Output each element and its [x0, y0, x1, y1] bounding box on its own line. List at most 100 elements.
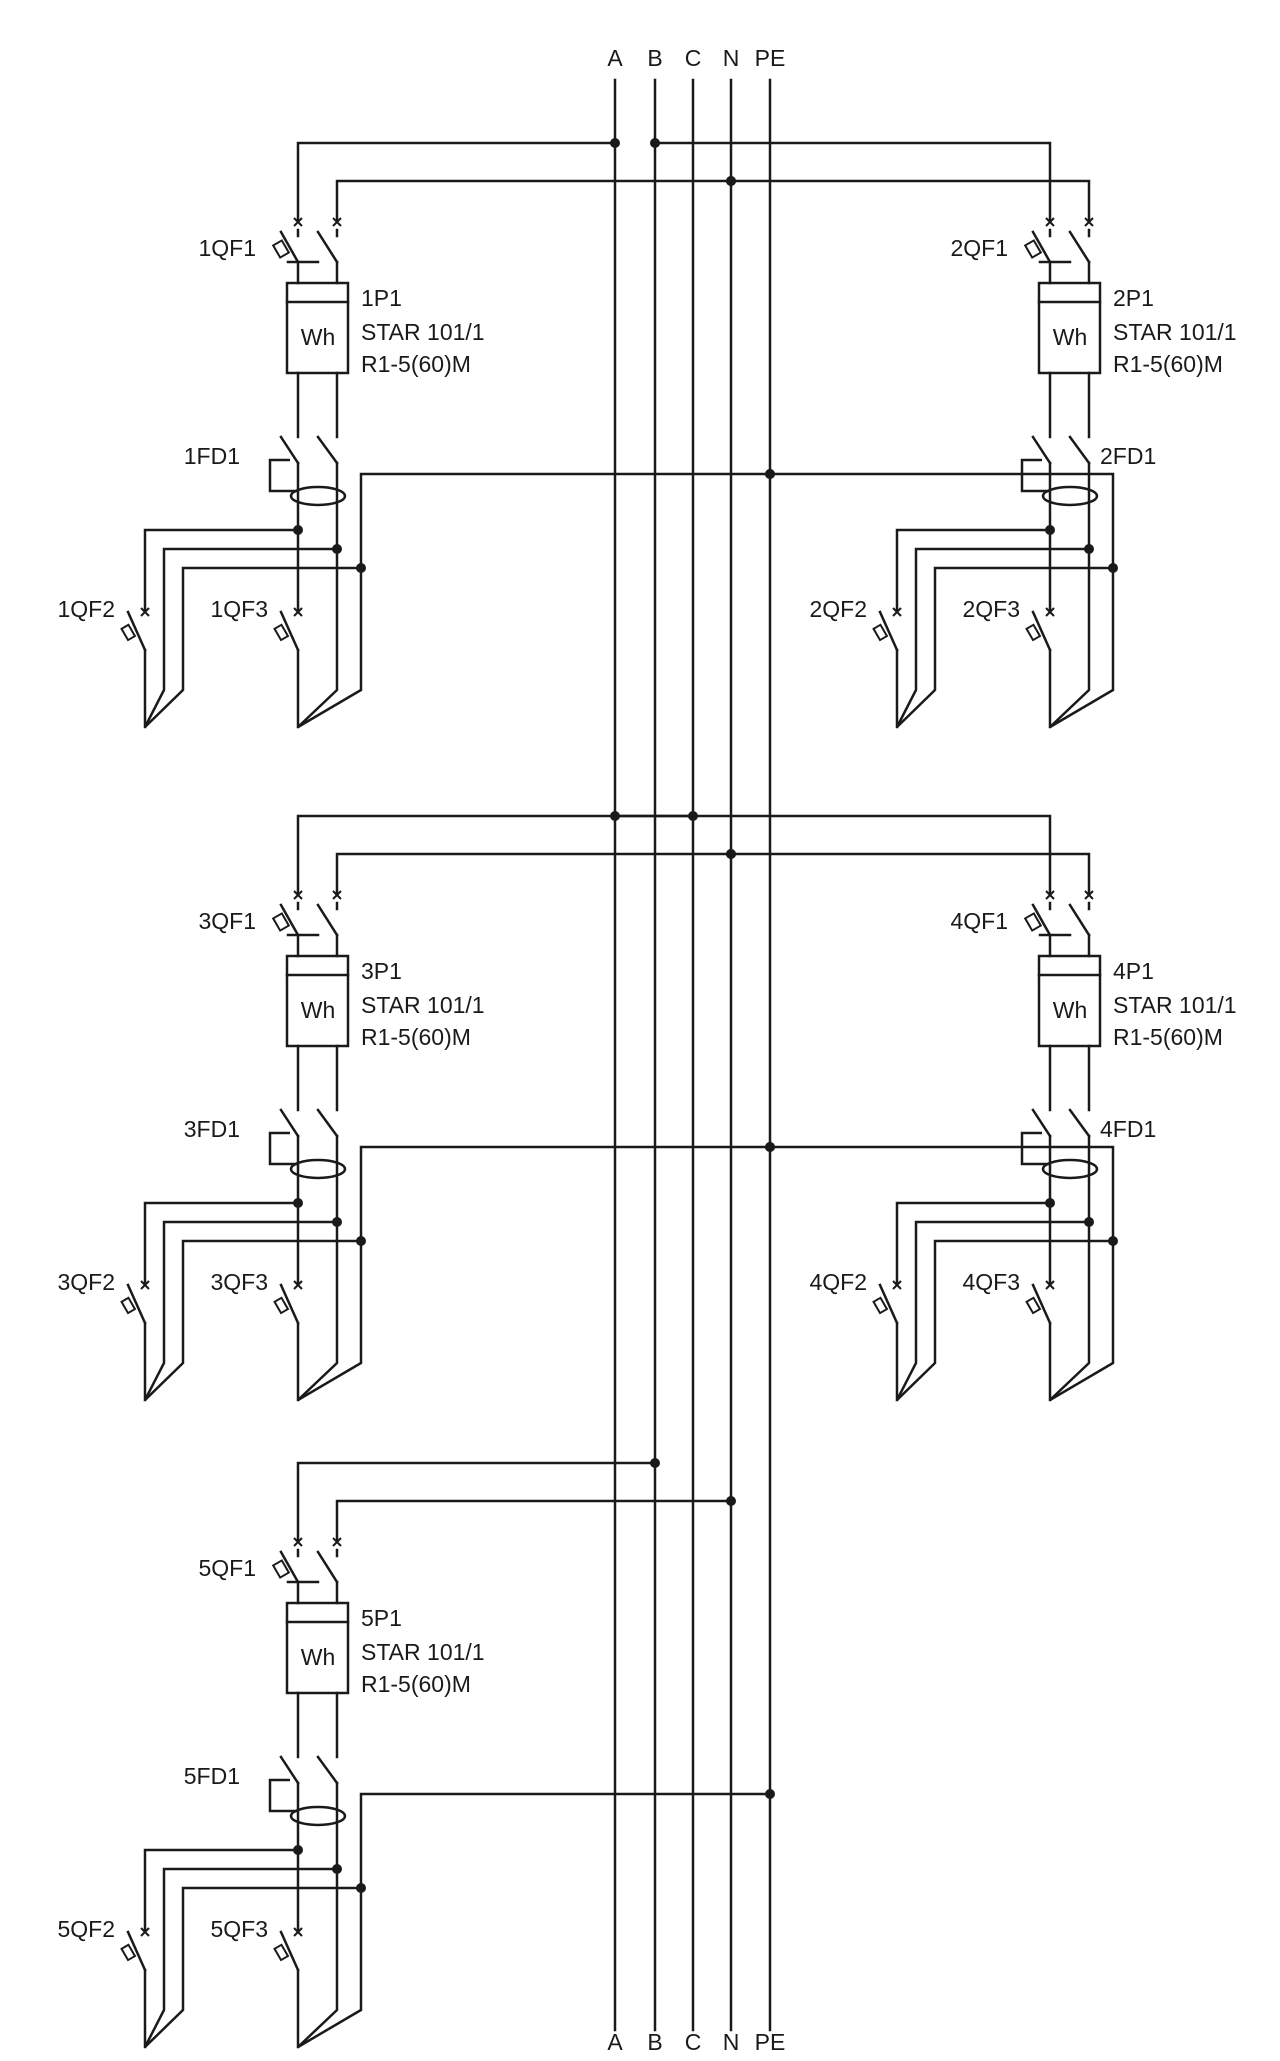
- outgoing-breaker-qf2: 2QF2: [809, 596, 902, 729]
- breaker-blade: [279, 610, 300, 652]
- rcd-toroid: [1041, 485, 1099, 507]
- rcd-toroid: [289, 1158, 347, 1180]
- qf2-phase-feed: [143, 528, 298, 612]
- qf1-label: 2QF1: [950, 235, 1008, 261]
- breaker-blade: [279, 903, 300, 937]
- outgoing-breaker-qf3: 2QF3: [962, 596, 1055, 729]
- meter-model: STAR 101/1: [361, 992, 485, 1018]
- junction-dot: [610, 811, 620, 821]
- outgoing-breaker-qf2: 4QF2: [809, 1269, 902, 1402]
- junction-dot: [765, 1142, 775, 1152]
- neutral-feed: [335, 1499, 731, 1542]
- outgoing-breaker-qf2: 5QF2: [57, 1916, 150, 2049]
- breaker-trip-box: [120, 1943, 137, 1962]
- rcd-blade: [1068, 435, 1091, 465]
- junction-dot: [650, 1458, 660, 1468]
- rcd-toroid: [289, 1805, 347, 1827]
- breaker-contact-mark: [1045, 890, 1055, 900]
- phase-feed: [296, 1461, 655, 1542]
- rcd-toroid: [1041, 1158, 1099, 1180]
- qf3-pe: [297, 1888, 363, 2049]
- breaker-blade: [126, 610, 147, 652]
- outgoing-breaker-qf2: 1QF2: [57, 596, 150, 729]
- qf2-neutral: [143, 1220, 337, 1401]
- breaker-contact-mark: [293, 1280, 303, 1290]
- meter-box: [1037, 954, 1102, 1048]
- qf2-label: 3QF2: [57, 1269, 115, 1295]
- outgoing-breaker-qf3: 4QF3: [962, 1269, 1055, 1402]
- breaker-blade: [126, 1930, 147, 1972]
- breaker-blade: [878, 1283, 899, 1325]
- phase-feed: [296, 141, 615, 222]
- neutral-feed: [731, 179, 1091, 222]
- qf2-pe: [896, 566, 1113, 728]
- bus-label-bottom-pe: PE: [755, 2029, 786, 2055]
- breaker-trip-box: [273, 1296, 290, 1315]
- qf2-phase-feed: [895, 528, 1050, 612]
- qf2-neutral: [895, 1220, 1089, 1401]
- rcd-label: 3FD1: [184, 1116, 240, 1142]
- breaker-blade: [1068, 903, 1091, 937]
- breaker-trip-box: [120, 623, 137, 642]
- bus-label-top-c: C: [685, 45, 702, 71]
- qf3-label: 1QF3: [210, 596, 268, 622]
- bus-label-bottom-b: B: [647, 2029, 662, 2055]
- bus-label-top-b: B: [647, 45, 662, 71]
- qf2-neutral: [143, 547, 337, 728]
- rcd-blade: [316, 1755, 339, 1785]
- breaker-contact-mark: [332, 217, 342, 227]
- rcd-fd1: 1FD1: [184, 435, 347, 551]
- qf3-pe: [1049, 1241, 1115, 1402]
- rcd-blade: [1031, 1108, 1052, 1138]
- qf2-pe: [896, 1239, 1113, 1401]
- breaker-trip-box: [273, 623, 290, 642]
- qf3-pe: [1049, 568, 1115, 729]
- breaker-contact-mark: [1045, 1280, 1055, 1290]
- rcd-fd1: 3FD1: [184, 1108, 347, 1224]
- rcd-fd1: 4FD1: [1020, 1108, 1156, 1224]
- rcd-label: 4FD1: [1100, 1116, 1156, 1142]
- meter-tag: 2P1: [1113, 285, 1154, 311]
- breaker-trip-box: [120, 1296, 137, 1315]
- neutral-feed: [335, 852, 731, 895]
- breaker-blade: [279, 1930, 300, 1972]
- breaker-contact-mark: [293, 217, 303, 227]
- meter-symbol: Wh: [301, 997, 336, 1023]
- junction-dot: [765, 469, 775, 479]
- meter-box: [285, 281, 350, 375]
- qf2-label: 4QF2: [809, 1269, 867, 1295]
- meter-model: STAR 101/1: [361, 1639, 485, 1665]
- qf3-neutral: [1049, 549, 1091, 728]
- breaker-blade: [316, 230, 339, 264]
- meter-model: STAR 101/1: [1113, 319, 1237, 345]
- breaker-blade: [1068, 230, 1091, 264]
- breaker-contact-mark: [293, 1927, 303, 1937]
- junction-dot: [650, 138, 660, 148]
- qf1-label: 1QF1: [198, 235, 256, 261]
- breaker-contact-mark: [1084, 217, 1094, 227]
- qf2-phase-feed: [895, 1201, 1050, 1285]
- meter-model: STAR 101/1: [361, 319, 485, 345]
- rcd-blade: [279, 435, 300, 465]
- meter-tag: 3P1: [361, 958, 402, 984]
- neutral-feed: [335, 179, 731, 222]
- meter-tag: 4P1: [1113, 958, 1154, 984]
- meter-rating: R1-5(60)M: [361, 1671, 471, 1697]
- breaker-contact-mark: [293, 1537, 303, 1547]
- qf1-label: 5QF1: [198, 1555, 256, 1581]
- qf2-pe: [144, 1886, 361, 2048]
- breaker-trip-box: [872, 623, 889, 642]
- breaker-contact-mark: [332, 890, 342, 900]
- qf2-neutral: [143, 1867, 337, 2048]
- breaker-blade: [279, 1550, 300, 1584]
- bus-label-top-a: A: [607, 45, 623, 71]
- outgoing-breaker-qf3: 3QF3: [210, 1269, 303, 1402]
- qf2-phase-feed: [143, 1201, 298, 1285]
- breaker-trip-box: [1025, 1296, 1042, 1315]
